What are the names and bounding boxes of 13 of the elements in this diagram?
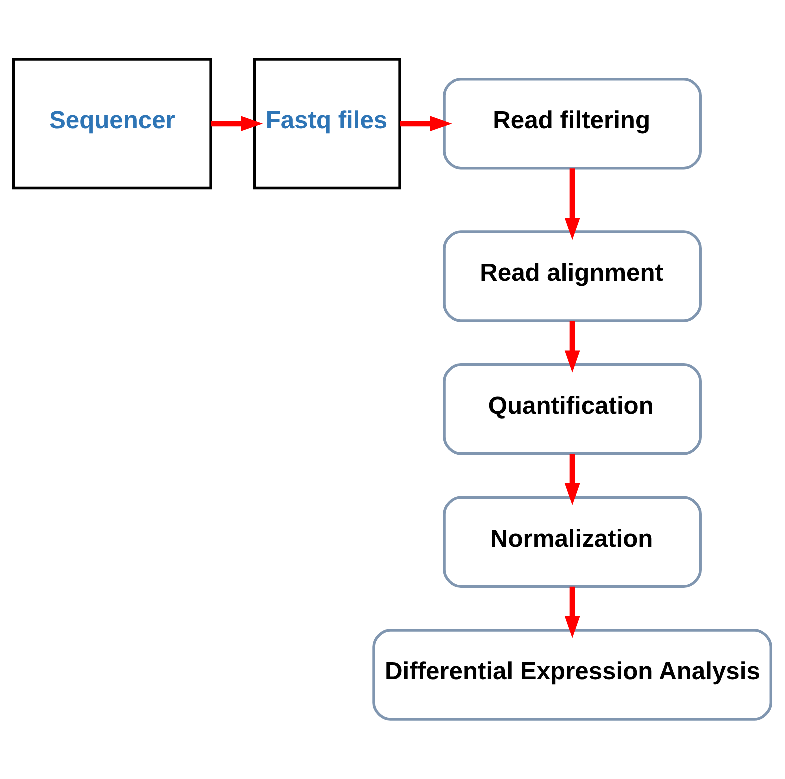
arrow <box>564 454 580 506</box>
node-box: Quantification <box>443 363 702 456</box>
arrow <box>564 321 580 373</box>
node-box: Sequencer <box>12 58 212 190</box>
arrow <box>211 116 264 132</box>
node-box: Normalization <box>443 496 702 588</box>
arrow <box>564 168 580 240</box>
node-box: Read filtering <box>443 78 702 170</box>
arrow <box>564 586 580 638</box>
node-box: Fastq files <box>254 58 402 190</box>
node-box: Differential Expression Analysis <box>372 629 772 721</box>
arrow <box>400 116 452 132</box>
node-box: Read alignment <box>443 230 702 322</box>
